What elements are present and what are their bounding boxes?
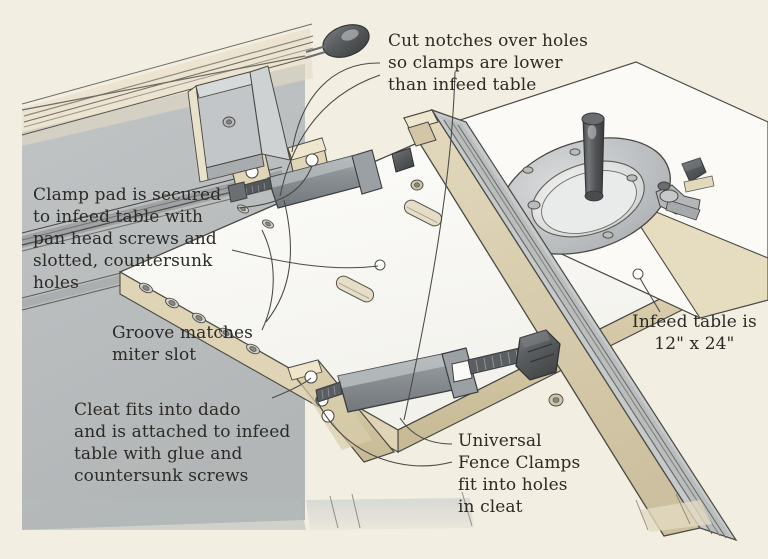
leader-clamp-pad-slot [231, 249, 379, 269]
universal-fence-clamp-lower [315, 329, 561, 413]
router-table-right [429, 61, 768, 319]
leader-clamps [399, 417, 453, 445]
leader-anchor-slot [374, 259, 386, 271]
leader-groove-b [265, 199, 291, 323]
leader-groove-a [261, 229, 274, 331]
router-table-edge [620, 196, 768, 319]
cam-lock-assembly [655, 157, 707, 221]
leader-cut-notches-c [403, 71, 456, 421]
cleat-hole-3 [321, 409, 335, 423]
fence-stop-block [391, 147, 415, 173]
leader-anchor-infeed-size [632, 268, 644, 280]
drop-shadow-left [22, 500, 306, 530]
leader-cut-notches-a [291, 62, 381, 153]
cleat [286, 359, 396, 463]
leader-infeed-size [639, 277, 661, 313]
sub-fence-gray [187, 65, 291, 183]
leader-cleat [271, 377, 312, 399]
fence-lock-lever [581, 112, 605, 202]
clamp-pad-hole-2 [305, 153, 319, 167]
leader-cut-notches-b [279, 74, 381, 197]
drop-shadow-right [640, 500, 712, 532]
clamp-knob [515, 329, 561, 381]
countersunk-holes [139, 204, 274, 355]
leader-clamp-pad [237, 165, 313, 209]
leader-lines [231, 62, 661, 467]
universal-fence-clamp-upper [227, 149, 383, 209]
fence-adjust-knob [304, 24, 370, 59]
slotted-hole [335, 275, 375, 303]
router-fence [402, 108, 738, 542]
leader-clamps-arc [315, 397, 453, 467]
drop-shadow-mid [306, 498, 474, 530]
